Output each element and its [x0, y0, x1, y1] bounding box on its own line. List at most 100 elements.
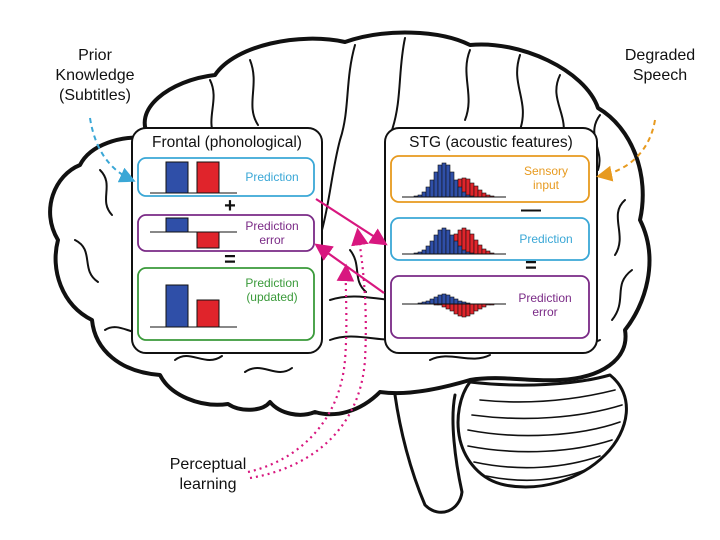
- stg-equals-operator: =: [525, 255, 537, 277]
- frontal-panel-title: Frontal (phonological): [152, 134, 302, 151]
- stg-error-histogram: [402, 293, 506, 318]
- bar-red: [196, 299, 220, 328]
- perceptual-learning-line-2: learning: [179, 476, 237, 493]
- hist-bar-blue: [445, 229, 451, 255]
- hist-bar-blue: [453, 179, 459, 198]
- stg-sensory-input-line-1: Sensory: [523, 164, 569, 178]
- hist-bar-blue: [433, 296, 439, 305]
- stg-prediction-error-line-1: Prediction: [518, 291, 572, 305]
- hist-bar-red: [477, 189, 483, 198]
- frontal-prediction-updated-label: Prediction (updated): [236, 276, 308, 304]
- hist-bar-blue: [457, 186, 463, 198]
- stg-minus-operator: —: [521, 199, 541, 221]
- hist-bar-red: [457, 303, 463, 317]
- stg-prediction-error-label: Prediction error: [500, 291, 590, 319]
- bar-red: [196, 161, 220, 194]
- hist-bar-blue: [425, 186, 431, 198]
- frontal-prediction-updated-line-2: (updated): [246, 290, 298, 304]
- frontal-prediction-updated-line-1: Prediction: [245, 276, 299, 290]
- degraded-speech-line-1: Degraded: [624, 47, 696, 64]
- prior-knowledge-line-3: (Subtitles): [58, 87, 132, 104]
- hist-bar-blue: [441, 293, 447, 305]
- hist-bar-blue: [429, 179, 435, 198]
- stg-prediction-error-box: [390, 275, 590, 339]
- hist-bar-blue: [429, 240, 435, 255]
- hist-bar-blue: [445, 294, 451, 305]
- hist-bar-red: [469, 182, 475, 198]
- hist-bar-red: [453, 303, 459, 315]
- cerebellum-folia: [467, 389, 623, 482]
- bar-blue: [165, 217, 189, 233]
- hist-bar-blue: [433, 234, 439, 255]
- hist-bar-red: [445, 303, 451, 310]
- frontal-prediction-error-line-2: error: [259, 233, 285, 247]
- hist-bar-red: [481, 192, 487, 198]
- frontal-prediction-label: Prediction: [245, 170, 299, 184]
- bar-red: [196, 231, 220, 249]
- stg-prediction-label: Prediction: [519, 232, 573, 246]
- prior-knowledge-arrow: [89, 117, 136, 183]
- frontal-prediction-error-line-1: Prediction: [245, 219, 299, 233]
- hist-bar-red: [469, 303, 475, 315]
- hist-bar-red: [465, 178, 471, 198]
- frontal-prediction-bars: [150, 161, 237, 194]
- frontal-error-bars: [150, 217, 237, 249]
- degraded-speech-label: Degraded Speech: [610, 46, 710, 86]
- brain-stem: [393, 393, 464, 514]
- stg-sensory-input-line-2: input: [532, 178, 560, 192]
- frontal-plus-operator: +: [224, 195, 236, 217]
- brain-cerebellum: [456, 373, 628, 489]
- hist-bar-blue: [437, 164, 443, 198]
- stg-panel-title: STG (acoustic features): [409, 134, 573, 151]
- hist-bar-blue: [453, 240, 459, 255]
- bar-blue: [165, 284, 189, 328]
- hist-bar-blue: [437, 229, 443, 255]
- frontal-updated-bars: [150, 284, 237, 328]
- stg-prediction-histogram: [402, 227, 506, 255]
- hist-bar-blue: [445, 164, 451, 198]
- hist-bar-blue: [461, 191, 467, 198]
- hist-bar-blue: [425, 245, 431, 255]
- hist-bar-red: [461, 303, 467, 318]
- hist-bar-blue: [449, 296, 455, 305]
- hist-bar-red: [465, 229, 471, 255]
- brain-cortex-outline: [48, 30, 652, 417]
- bar-blue: [165, 161, 189, 194]
- hist-bar-blue: [421, 249, 427, 255]
- hist-bar-red: [473, 185, 479, 198]
- hist-bar-blue: [457, 245, 463, 255]
- hist-bar-blue: [449, 234, 455, 255]
- hist-bar-red: [473, 303, 479, 312]
- hist-bar-blue: [437, 294, 443, 305]
- degraded-speech-line-2: Speech: [632, 67, 688, 84]
- prior-knowledge-line-1: Prior: [78, 47, 112, 64]
- prior-knowledge-line-2: Knowledge: [55, 67, 135, 84]
- prior-knowledge-label: Prior Knowledge (Subtitles): [40, 46, 150, 106]
- hist-bar-red: [465, 303, 471, 317]
- hist-bar-red: [481, 248, 487, 255]
- degraded-speech-arrow: [596, 119, 656, 182]
- frontal-prediction-error-label: Prediction error: [236, 219, 308, 247]
- brain-sulci: [74, 37, 633, 373]
- hist-bar-red: [469, 233, 475, 255]
- hist-bar-red: [449, 303, 455, 312]
- stg-sensory-input-label: Sensory input: [508, 164, 584, 192]
- hist-bar-blue: [433, 171, 439, 198]
- stg-prediction-error-line-2: error: [532, 305, 558, 319]
- hist-bar-blue: [441, 162, 447, 198]
- brain-outline: [48, 30, 652, 514]
- stg-sensory-histogram: [402, 162, 506, 198]
- hist-bar-red: [473, 239, 479, 255]
- hist-bar-red: [477, 303, 483, 310]
- perceptual-learning-line-1: Perceptual: [169, 456, 247, 473]
- hist-bar-blue: [461, 249, 467, 255]
- hist-bar-blue: [453, 298, 459, 305]
- perceptual-learning-path-1: [247, 263, 355, 474]
- frontal-equals-operator: =: [224, 249, 236, 271]
- prediction-to-stg-arrow: [315, 198, 388, 246]
- hist-bar-blue: [441, 227, 447, 255]
- hist-bar-red: [477, 244, 483, 255]
- hist-bar-blue: [429, 298, 435, 305]
